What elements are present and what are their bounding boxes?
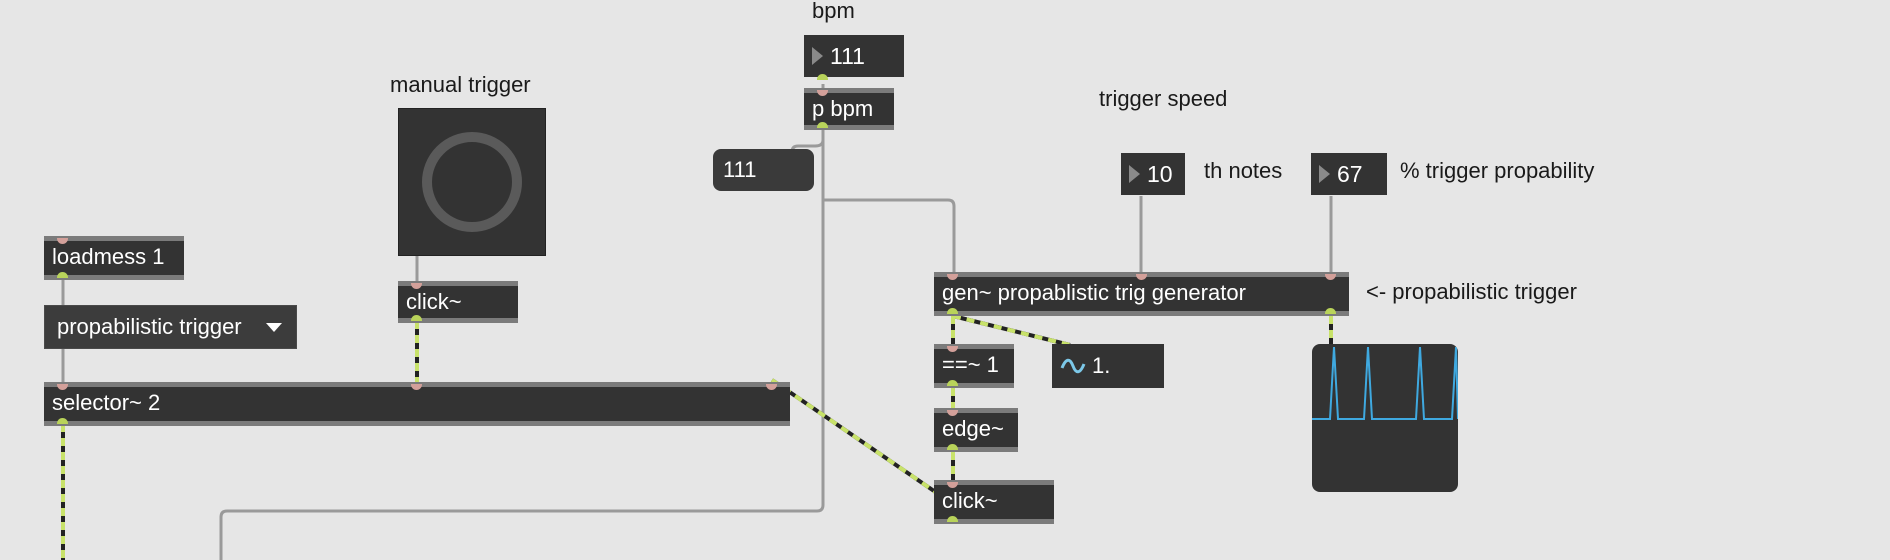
loadmess-object[interactable]: loadmess 1: [44, 236, 184, 280]
bpm-message-box[interactable]: 111: [713, 149, 814, 191]
edge-label: edge~: [942, 416, 1004, 441]
edge-object[interactable]: edge~: [934, 408, 1018, 452]
inlet[interactable]: [947, 410, 958, 416]
click-manual-object[interactable]: click~: [398, 281, 518, 323]
inlet[interactable]: [1325, 274, 1336, 280]
comment-trigger-probability: % trigger propability: [1400, 158, 1595, 183]
cord-gen-to-signum: [952, 314, 1071, 347]
outlet[interactable]: [817, 122, 828, 128]
gen-object[interactable]: gen~ propablistic trig generator: [934, 272, 1349, 316]
signal-number-value: 1.: [1092, 353, 1111, 378]
inlet[interactable]: [766, 384, 777, 390]
trigger-probability-value: 67: [1337, 161, 1363, 187]
tilde-wave-icon: [1060, 358, 1086, 374]
outlet[interactable]: [57, 418, 68, 424]
outlet[interactable]: [947, 308, 958, 314]
p-bpm-object[interactable]: p bpm: [804, 88, 894, 130]
inlet[interactable]: [947, 482, 958, 488]
loadmess-label: loadmess 1: [52, 244, 165, 269]
gen-label: gen~ propablistic trig generator: [942, 280, 1246, 305]
inlet[interactable]: [57, 384, 68, 390]
bpm-number-box[interactable]: 111: [804, 35, 904, 80]
scope-trace: [1312, 346, 1458, 420]
signal-number-box[interactable]: 1.: [1052, 344, 1164, 388]
circle-ring-icon: [422, 132, 522, 232]
inlet[interactable]: [57, 238, 68, 244]
inlet[interactable]: [947, 346, 958, 352]
bpm-value: 111: [830, 43, 865, 69]
mode-dropdown-value: propabilistic trigger: [57, 314, 242, 339]
outlet[interactable]: [411, 315, 422, 321]
outlet[interactable]: [947, 444, 958, 450]
chevron-down-icon: [266, 323, 282, 332]
click-output-label: click~: [942, 488, 998, 513]
manual-trigger-button[interactable]: [398, 108, 546, 256]
cord-pbpm-to-gen: [821, 130, 956, 274]
outlet[interactable]: [947, 380, 958, 386]
trigger-probability-number-box[interactable]: 67: [1311, 153, 1387, 195]
inlet[interactable]: [817, 90, 828, 96]
trigger-speed-number-box[interactable]: 10: [1121, 153, 1185, 195]
selector-object[interactable]: selector~ 2: [44, 382, 790, 426]
triangle-right-icon: [1129, 165, 1140, 183]
inlet[interactable]: [947, 274, 958, 280]
triangle-right-icon: [812, 47, 823, 65]
inlet[interactable]: [411, 384, 422, 390]
equals-label: ==~ 1: [942, 352, 999, 377]
p-bpm-label: p bpm: [812, 96, 874, 121]
triangle-right-icon: [1319, 165, 1330, 183]
outlet[interactable]: [817, 74, 828, 80]
outlet[interactable]: [1325, 308, 1336, 314]
comment-propabilistic-trigger: <- propabilistic trigger: [1366, 279, 1577, 304]
inlet[interactable]: [411, 283, 422, 289]
mode-dropdown[interactable]: propabilistic trigger: [44, 305, 297, 349]
comment-trigger-speed: trigger speed: [1099, 86, 1228, 111]
selector-label: selector~ 2: [52, 390, 161, 415]
click-manual-label: click~: [406, 289, 462, 314]
trigger-speed-value: 10: [1147, 161, 1173, 187]
inlet[interactable]: [1136, 274, 1147, 280]
outlet[interactable]: [947, 516, 958, 522]
signal-scope[interactable]: [1312, 344, 1458, 492]
outlet[interactable]: [57, 272, 68, 278]
equals-object[interactable]: ==~ 1: [934, 344, 1014, 388]
cord-selector-to-click: [770, 378, 955, 506]
comment-th-notes: th notes: [1204, 158, 1283, 183]
click-output-object[interactable]: click~: [934, 480, 1054, 524]
cord-pbpm-down: [219, 140, 825, 560]
comment-manual-trigger: manual trigger: [390, 72, 531, 97]
comment-bpm: bpm: [812, 0, 855, 23]
